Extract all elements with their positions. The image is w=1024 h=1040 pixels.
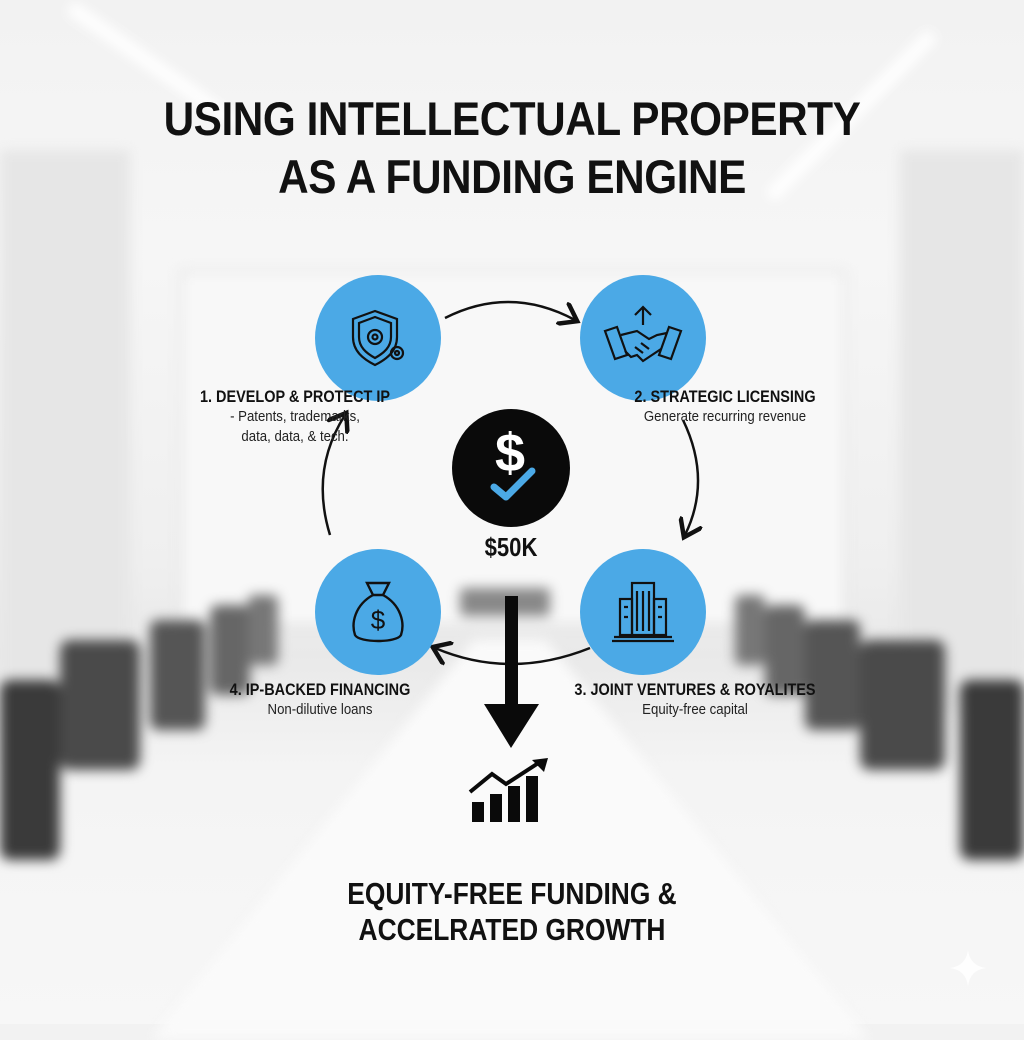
- center-dollar-badge: $: [452, 409, 570, 527]
- step-4-sub-1: Non-dilutive loans: [267, 701, 373, 718]
- building-icon: [612, 581, 674, 643]
- step-1-label: 1. DEVELOP & PROTECT IP: [199, 387, 391, 406]
- title-line-2: AS A FUNDING ENGINE: [278, 150, 746, 203]
- growth-chart-icon: [468, 758, 548, 822]
- step-2-sub-1: Generate recurring revenue: [643, 408, 807, 425]
- step-2-text: 2. STRATEGIC LICENSING Generate recurrin…: [575, 387, 875, 427]
- handshake-icon: [603, 305, 683, 363]
- arrow-2-to-3: [683, 419, 698, 535]
- center-amount: $50K: [484, 532, 538, 562]
- step-1-sub-2: data, data, & tech.: [241, 428, 349, 445]
- step-1-text: 1. DEVELOP & PROTECT IP - Patents, trade…: [145, 387, 445, 447]
- page-title: USING INTELLECTUAL PROPERTY AS A FUNDING…: [51, 90, 973, 206]
- step-3-text: 3. JOINT VENTURES & ROYALITES Equity-fre…: [530, 680, 860, 720]
- svg-text:$: $: [371, 605, 386, 635]
- step-1-sub-1: - Patents, trademarks,: [230, 408, 360, 425]
- step-4-text: 4. IP-BACKED FINANCING Non-dilutive loan…: [170, 680, 470, 720]
- outcome-text: EQUITY-FREE FUNDING & ACCELRATED GROWTH: [77, 876, 947, 948]
- title-line-1: USING INTELLECTUAL PROPERTY: [163, 92, 861, 145]
- money-bag-icon: $: [352, 581, 404, 643]
- sparkle-icon: [950, 950, 986, 986]
- outcome-line-2: ACCELRATED GROWTH: [358, 912, 666, 947]
- down-arrow: [484, 596, 539, 748]
- dollar-check-icon: $: [490, 423, 536, 501]
- arrow-1-to-2: [444, 300, 575, 320]
- arrow-4-to-1: [321, 415, 345, 536]
- step-4-circle: $: [315, 549, 441, 675]
- svg-text:$: $: [495, 423, 525, 483]
- step-4-label: 4. IP-BACKED FINANCING: [229, 680, 411, 699]
- step-2-circle: [580, 275, 706, 401]
- step-3-sub-1: Equity-free capital: [642, 701, 748, 718]
- step-1-circle: [315, 275, 441, 401]
- step-3-circle: [580, 549, 706, 675]
- shield-gear-icon: [351, 309, 405, 367]
- step-2-label: 2. STRATEGIC LICENSING: [634, 387, 816, 406]
- outcome-line-1: EQUITY-FREE FUNDING &: [347, 876, 677, 911]
- step-3-label: 3. JOINT VENTURES & ROYALITES: [574, 680, 816, 699]
